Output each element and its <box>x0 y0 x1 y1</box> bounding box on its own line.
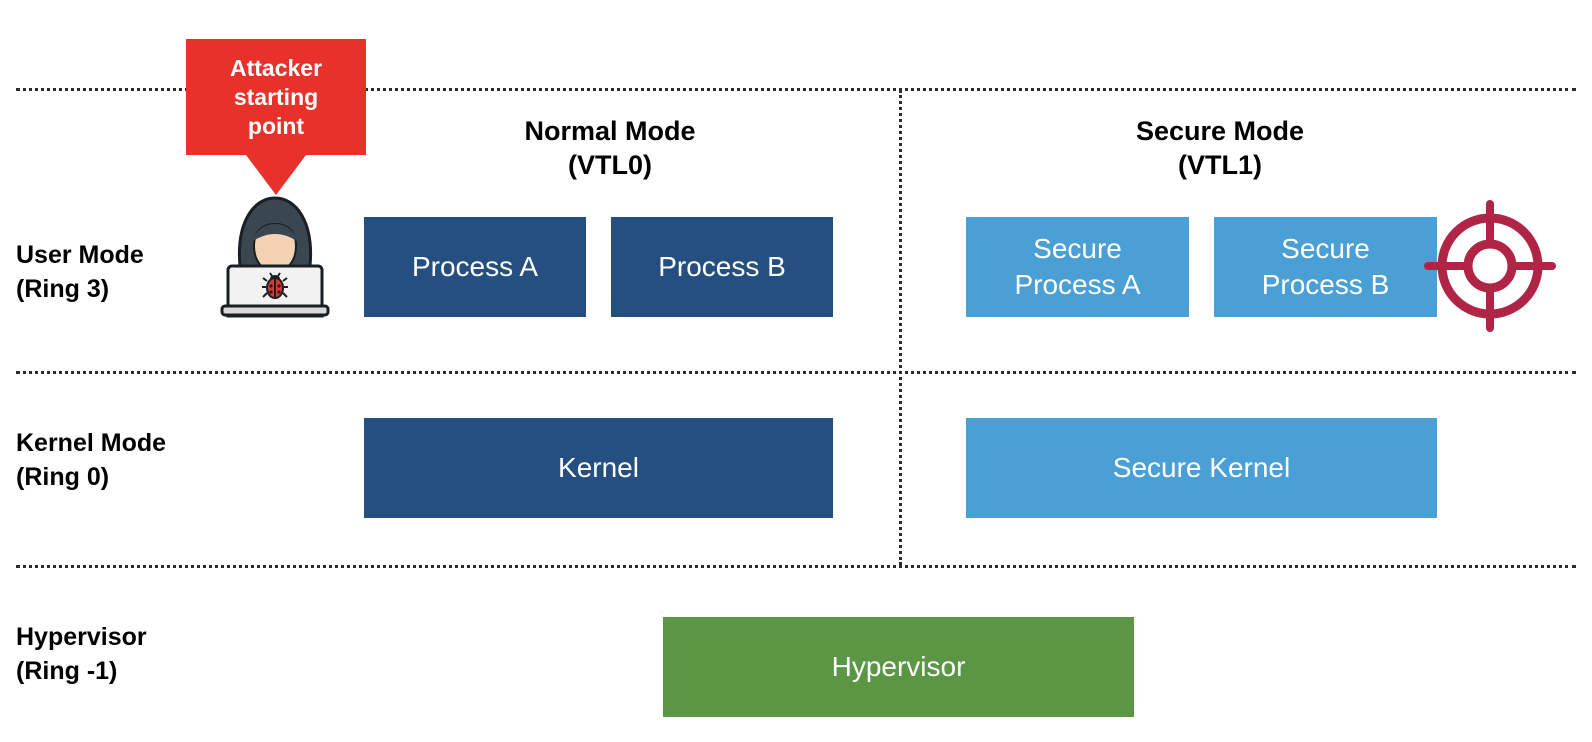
row-label-kernel-mode: Kernel Mode (Ring 0) <box>16 429 167 491</box>
divider-user-kernel <box>16 371 1576 374</box>
secure-kernel-box: Secure Kernel <box>966 418 1437 518</box>
hypervisor-box: Hypervisor <box>663 617 1134 717</box>
process-b-box: Process B <box>611 217 833 317</box>
process-a-box: Process A <box>364 217 586 317</box>
attacker-callout-pointer <box>246 155 306 195</box>
divider-vtl <box>899 90 902 565</box>
row-label-hypervisor: Hypervisor (Ring -1) <box>16 623 147 685</box>
attacker-callout: Attacker starting point <box>186 39 366 155</box>
kernel-box: Kernel <box>364 418 833 518</box>
column-header-normal-mode: Normal Mode (VTL0) <box>524 116 696 180</box>
crosshair-target-icon <box>1424 200 1556 332</box>
secure-process-b-box: Secure Process B <box>1214 217 1437 317</box>
secure-process-a-box: Secure Process A <box>966 217 1189 317</box>
column-header-secure-mode: Secure Mode (VTL1) <box>1135 116 1305 180</box>
divider-kernel-hypervisor <box>16 565 1576 568</box>
divider-top <box>16 88 1576 91</box>
row-label-user-mode: User Mode (Ring 3) <box>16 241 144 303</box>
hooded-hacker-icon <box>218 194 332 318</box>
bug-icon <box>261 272 289 300</box>
